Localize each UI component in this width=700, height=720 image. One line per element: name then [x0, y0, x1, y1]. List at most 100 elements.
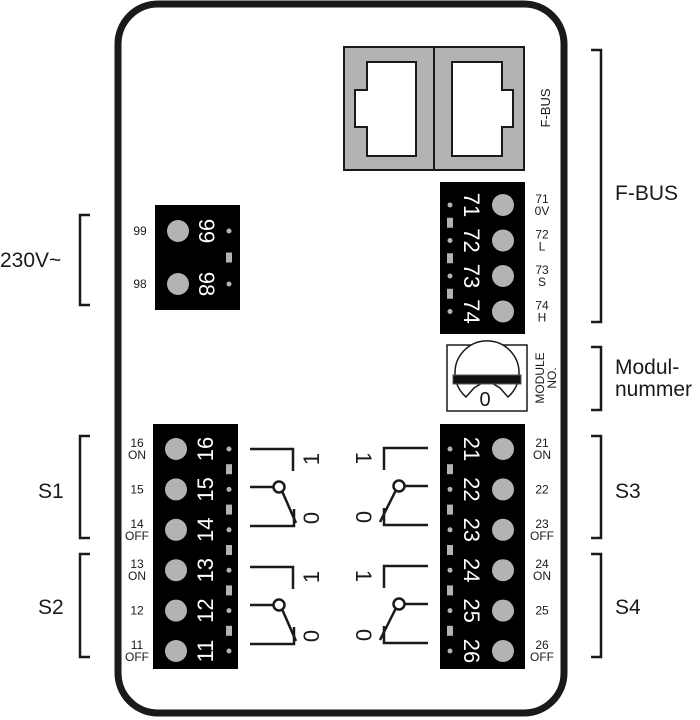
terminal-99[interactable]: 99 [167, 219, 219, 243]
terminal-22[interactable]: 22 [459, 477, 514, 502]
terminal-15[interactable]: 15 [165, 477, 218, 502]
terminal-label: 99 [133, 224, 147, 238]
terminal-separator [226, 464, 232, 475]
terminal-73[interactable]: 73 [459, 264, 514, 288]
terminal-dot [447, 648, 453, 654]
terminal-screw[interactable] [492, 599, 514, 622]
terminal-sublabel: ON [128, 569, 146, 583]
terminal-26[interactable]: 26 [459, 639, 514, 663]
terminal-label: 25 [535, 604, 549, 618]
terminal-dot [226, 527, 232, 533]
terminal-dot [226, 567, 232, 573]
terminal-label: 14 [130, 517, 144, 531]
rj-socket-2 [451, 61, 514, 157]
fbus-connector-label: F-BUS [538, 88, 553, 127]
terminal-23[interactable]: 23 [459, 518, 514, 542]
label-modulnummer-2: nummer [615, 378, 692, 401]
terminal-screw[interactable] [167, 273, 189, 295]
terminal-number: 25 [459, 598, 484, 622]
terminal-block-body [153, 424, 238, 669]
terminal-dot [226, 648, 232, 654]
terminal-screw[interactable] [167, 220, 189, 242]
switch-off-label: 0 [351, 511, 376, 523]
terminal-dot [447, 608, 453, 614]
terminal-screw[interactable] [165, 518, 187, 541]
terminal-separator [447, 585, 453, 596]
terminal-25[interactable]: 25 [459, 598, 514, 623]
terminal-separator [226, 625, 232, 636]
terminal-screw[interactable] [492, 559, 514, 582]
bracket-fbus [591, 48, 603, 324]
terminal-71[interactable]: 71 [459, 193, 514, 217]
terminal-number: 22 [459, 477, 484, 501]
rj-socket-1 [354, 61, 417, 157]
terminal-dot [226, 446, 232, 452]
switch-s3: 10 [351, 446, 428, 527]
switch-off-label: 0 [299, 630, 324, 642]
terminal-dot [447, 309, 453, 314]
terminal-screw[interactable] [165, 559, 187, 582]
module-selector[interactable]: 0 [446, 340, 528, 412]
terminal-screw[interactable] [492, 640, 514, 662]
switch-on-label: 1 [351, 570, 376, 582]
terminal-screw[interactable] [492, 478, 514, 501]
terminal-label: 73 [535, 263, 549, 277]
terminal-72[interactable]: 72 [459, 228, 514, 253]
switch-s4: 10 [351, 564, 428, 645]
terminal-sublabel: L [539, 240, 546, 254]
switch-s1: 10 [250, 447, 324, 528]
terminal-sublabel: ON [533, 448, 551, 462]
terminal-screw[interactable] [165, 478, 187, 501]
terminal-separator [447, 253, 453, 264]
terminal-separator [226, 504, 232, 515]
fbus-connector: F-BUS [343, 46, 553, 171]
terminal-13[interactable]: 13 [165, 558, 218, 582]
switch-on-label: 1 [299, 571, 324, 583]
terminal-screw[interactable] [492, 518, 514, 541]
label-230v: 230V~ [0, 249, 61, 272]
terminal-sublabel: OFF [125, 650, 149, 664]
terminal-21[interactable]: 21 [459, 437, 514, 461]
terminal-label: 71 [535, 192, 549, 206]
bracket-s4 [591, 552, 603, 659]
terminal-label: 24 [535, 557, 549, 571]
terminal-screw[interactable] [492, 194, 514, 216]
terminal-11[interactable]: 11 [165, 640, 218, 663]
terminal-14[interactable]: 14 [165, 518, 218, 542]
terminal-screw[interactable] [165, 438, 187, 460]
switch-s2: 10 [250, 565, 324, 646]
terminal-label: 21 [535, 436, 549, 450]
terminal-separator [447, 545, 453, 555]
terminal-label: 13 [130, 557, 144, 571]
terminal-98[interactable]: 98 [167, 272, 219, 296]
terminal-screw[interactable] [492, 229, 514, 252]
terminal-screw[interactable] [492, 300, 514, 323]
terminal-sublabel: OFF [530, 529, 554, 543]
terminal-block-body [440, 424, 525, 669]
terminal-dot [447, 446, 453, 452]
terminal-12[interactable]: 12 [165, 598, 218, 623]
terminal-24[interactable]: 24 [459, 558, 514, 582]
terminal-16[interactable]: 16 [165, 437, 218, 461]
terminal-dot [447, 273, 453, 279]
terminal-74[interactable]: 74 [459, 299, 514, 324]
terminal-number: 13 [193, 558, 218, 582]
terminal-sublabel: H [538, 311, 547, 325]
terminal-screw[interactable] [165, 640, 187, 662]
terminal-screw[interactable] [492, 438, 514, 460]
terminal-sublabel: ON [128, 448, 146, 462]
bracket-module [591, 345, 603, 412]
label-s4: S4 [615, 596, 641, 619]
terminal-screw[interactable] [492, 265, 514, 287]
terminal-sublabel: OFF [125, 529, 149, 543]
terminal-dot [447, 527, 453, 533]
terminal-number: 16 [193, 437, 218, 461]
terminal-label: 26 [535, 638, 549, 652]
terminal-sublabel: ON [533, 569, 551, 583]
terminal-screw[interactable] [165, 599, 187, 622]
terminal-number: 26 [459, 639, 484, 663]
